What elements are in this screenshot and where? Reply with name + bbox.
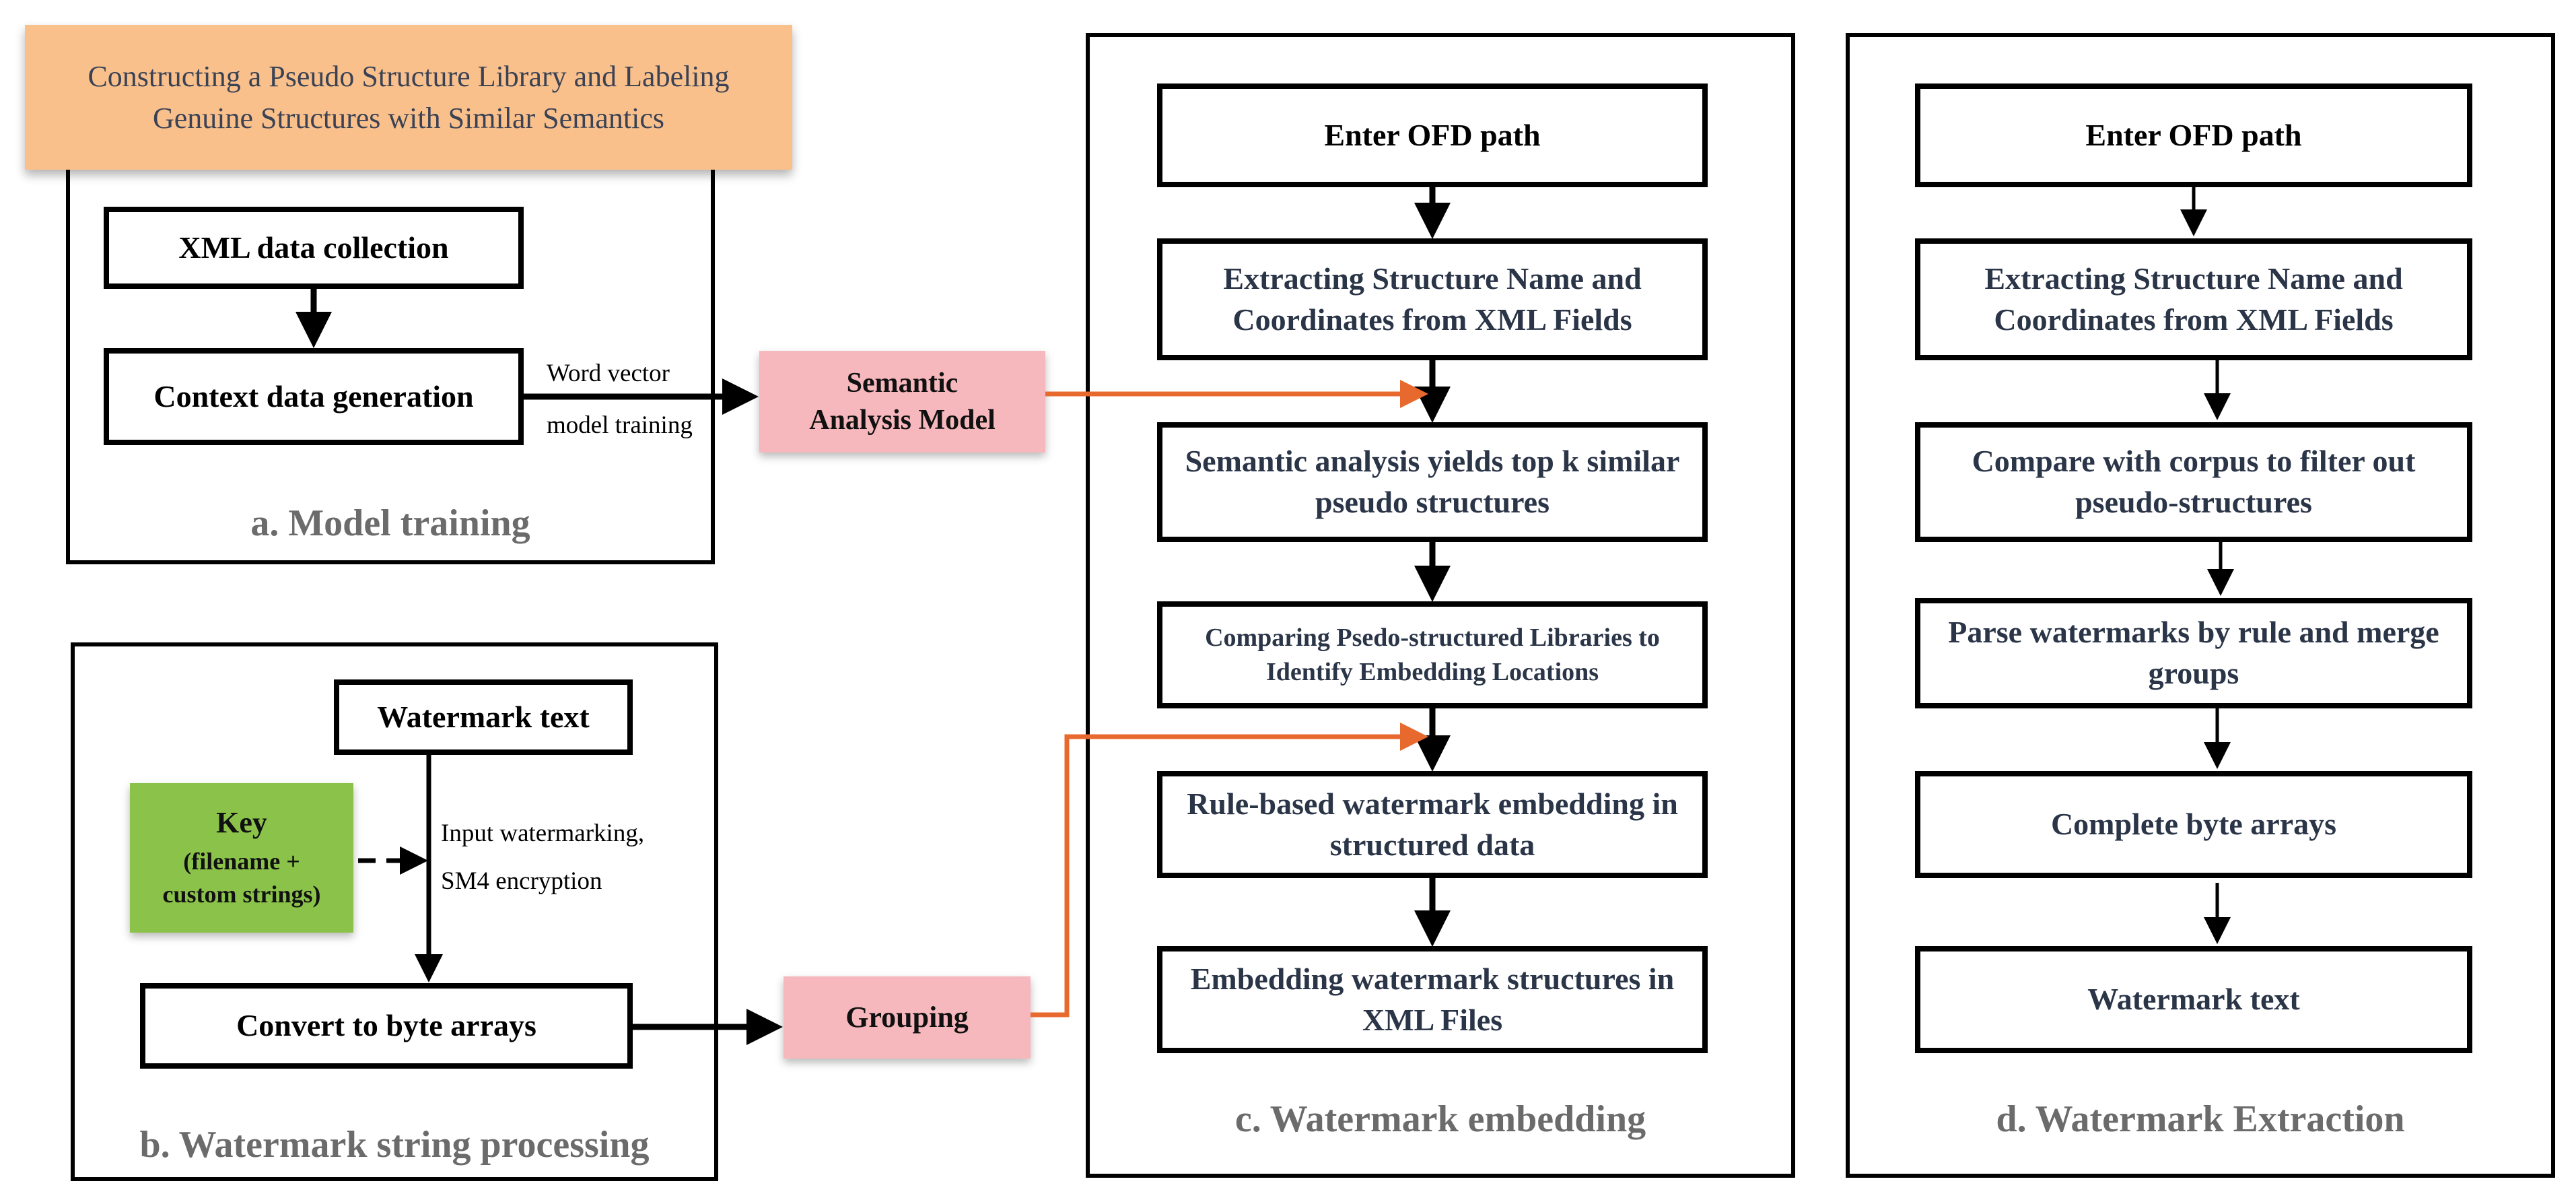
- embedding-step-extract-structure-label: Extracting Structure Name and Coordinate…: [1223, 261, 1642, 337]
- extraction-step-parse-watermarks: Parse watermarks by rule and merge group…: [1915, 598, 2472, 708]
- grouping-label: Grouping: [845, 1001, 969, 1034]
- extraction-step-extract-structure-label: Extracting Structure Name and Coordinate…: [1984, 261, 2403, 337]
- sm4-note-line2: SM4 encryption: [441, 867, 602, 896]
- embedding-step-embed-xml: Embedding watermark structures in XML Fi…: [1157, 946, 1708, 1053]
- watermark-processing-caption: b. Watermark string processing: [71, 1123, 718, 1166]
- embedding-step-compare-libraries-label: Comparing Psedo-structured Libraries to …: [1205, 624, 1660, 686]
- sm4-encryption-note: Input watermarking, SM4 encryption: [441, 813, 644, 901]
- context-data-generation-label: Context data generation: [153, 378, 474, 413]
- embedding-step-rule-based: Rule-based watermark embedding in struct…: [1157, 771, 1708, 878]
- embedding-step-enter-ofd-label: Enter OFD path: [1324, 117, 1541, 152]
- pseudo-structure-title-box: Constructing a Pseudo Structure Library …: [25, 25, 792, 170]
- extraction-step-enter-ofd: Enter OFD path: [1915, 84, 2472, 187]
- extraction-step-compare-corpus: Compare with corpus to filter out pseudo…: [1915, 422, 2472, 542]
- embedding-step-extract-structure: Extracting Structure Name and Coordinate…: [1157, 238, 1708, 360]
- extraction-step-complete-bytes: Complete byte arrays: [1915, 771, 2472, 878]
- word-vector-note-line1: Word vector: [547, 360, 670, 387]
- extraction-step-extract-structure: Extracting Structure Name and Coordinate…: [1915, 238, 2472, 360]
- grouping-box: Grouping: [784, 976, 1031, 1059]
- model-training-caption-text: a. Model training: [250, 502, 530, 544]
- model-training-caption: a. Model training: [66, 502, 715, 545]
- sm4-note-line1: Input watermarking,: [441, 820, 645, 847]
- context-data-generation-box: Context data generation: [104, 348, 524, 445]
- word-vector-note-line2: model training: [547, 411, 693, 440]
- watermark-processing-caption-text: b. Watermark string processing: [139, 1124, 650, 1166]
- xml-data-collection-label: XML data collection: [178, 230, 449, 265]
- key-detail: (filename + custom strings): [162, 847, 321, 908]
- key-title: Key: [216, 805, 267, 839]
- embedding-step-rule-based-label: Rule-based watermark embedding in struct…: [1187, 786, 1678, 862]
- word-vector-note: Word vector model training: [547, 354, 693, 445]
- embedding-caption: c. Watermark embedding: [1086, 1098, 1795, 1141]
- embedding-step-enter-ofd: Enter OFD path: [1157, 84, 1708, 187]
- embedding-caption-text: c. Watermark embedding: [1234, 1098, 1646, 1140]
- pseudo-structure-title-text: Constructing a Pseudo Structure Library …: [88, 59, 730, 135]
- semantic-analysis-model-label: Semantic Analysis Model: [809, 367, 996, 436]
- extraction-step-parse-watermarks-label: Parse watermarks by rule and merge group…: [1948, 615, 2439, 690]
- extraction-step-watermark-text-label: Watermark text: [2087, 982, 2300, 1017]
- watermark-text-input-box: Watermark text: [334, 679, 633, 755]
- convert-byte-arrays-box: Convert to byte arrays: [140, 983, 633, 1069]
- convert-byte-arrays-label: Convert to byte arrays: [236, 1008, 536, 1043]
- extraction-caption: d. Watermark Extraction: [1846, 1098, 2555, 1141]
- extraction-step-watermark-text: Watermark text: [1915, 946, 2472, 1053]
- embedding-step-semantic-analysis: Semantic analysis yields top k similar p…: [1157, 422, 1708, 542]
- embedding-step-compare-libraries: Comparing Psedo-structured Libraries to …: [1157, 601, 1708, 708]
- watermark-text-input-label: Watermark text: [377, 699, 590, 734]
- key-box: Key (filename + custom strings): [130, 783, 353, 933]
- arrow-grouping-to-embedding: [1031, 723, 1428, 1017]
- semantic-analysis-model-box: Semantic Analysis Model: [759, 351, 1045, 453]
- extraction-step-compare-corpus-label: Compare with corpus to filter out pseudo…: [1972, 444, 2416, 519]
- extraction-step-complete-bytes-label: Complete byte arrays: [2050, 807, 2337, 842]
- embedding-step-semantic-analysis-label: Semantic analysis yields top k similar p…: [1185, 444, 1680, 519]
- extraction-caption-text: d. Watermark Extraction: [1996, 1098, 2405, 1140]
- extraction-step-enter-ofd-label: Enter OFD path: [2085, 117, 2302, 152]
- embedding-step-embed-xml-label: Embedding watermark structures in XML Fi…: [1190, 961, 1675, 1037]
- xml-data-collection-box: XML data collection: [104, 207, 524, 289]
